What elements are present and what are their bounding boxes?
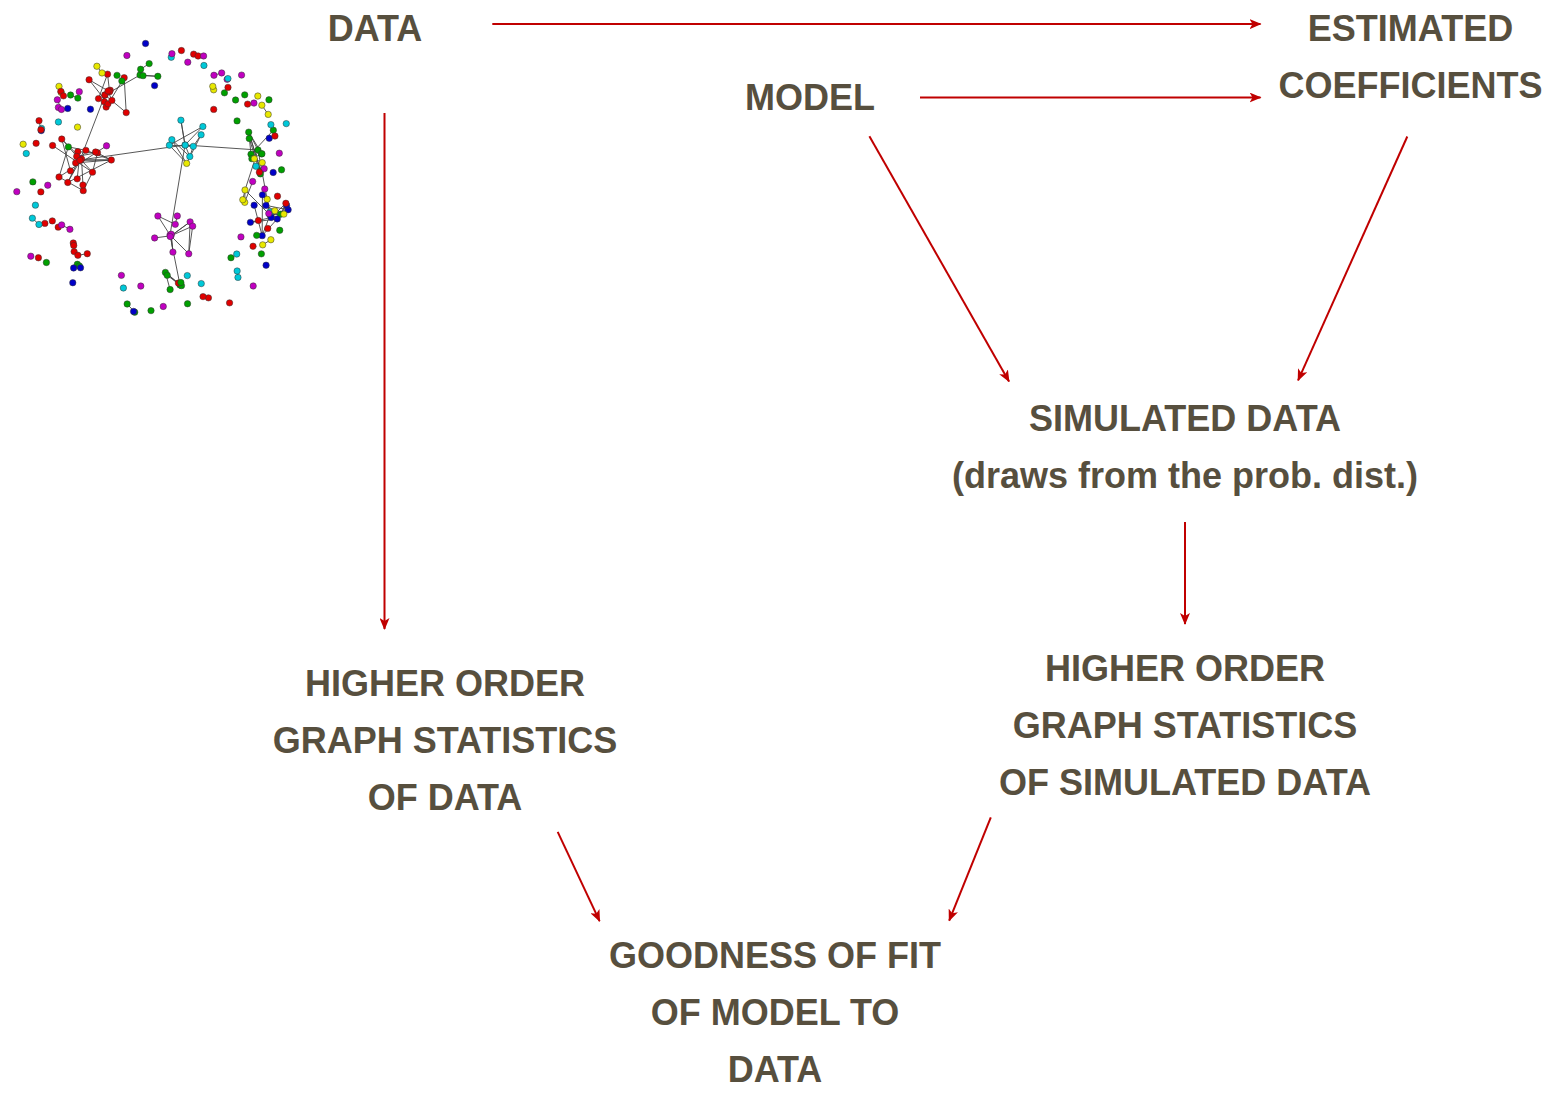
- node-label: GOODNESS OF FIT OF MODEL TO DATA: [600, 927, 950, 1098]
- flow-arrow: [920, 97, 1261, 99]
- text-node: SIMULATED DATA(draws from the prob. dist…: [885, 390, 1485, 504]
- flow-arrow: [558, 832, 600, 921]
- flow-arrow: [1184, 522, 1186, 624]
- flow-arrow: [492, 23, 1260, 25]
- text-node: HIGHER ORDER GRAPH STATISTICS OF SIMULAT…: [985, 640, 1385, 811]
- text-node: MODEL: [700, 69, 920, 126]
- node-label: HIGHER ORDER GRAPH STATISTICS OF SIMULAT…: [985, 640, 1385, 811]
- network-illustration: [0, 0, 320, 340]
- flow-arrow: [949, 817, 991, 920]
- network-dots: [14, 40, 292, 315]
- flow-arrow: [384, 113, 386, 629]
- node-label: HIGHER ORDER GRAPH STATISTICS OF DATA: [250, 655, 640, 826]
- network-links: [32, 64, 288, 313]
- node-label: MODEL: [700, 69, 920, 126]
- text-node: DATA: [265, 0, 485, 57]
- node-label: ESTIMATED COEFFICIENTS: [1268, 0, 1553, 114]
- node-label: DATA: [265, 0, 485, 57]
- node-label: (draws from the prob. dist.): [885, 447, 1485, 504]
- text-node: GOODNESS OF FIT OF MODEL TO DATA: [600, 927, 950, 1098]
- flow-arrow: [869, 136, 1009, 381]
- text-node: HIGHER ORDER GRAPH STATISTICS OF DATA: [250, 655, 640, 826]
- flow-arrow: [1298, 137, 1407, 381]
- text-node: ESTIMATED COEFFICIENTS: [1268, 0, 1553, 114]
- node-label: SIMULATED DATA: [885, 390, 1485, 447]
